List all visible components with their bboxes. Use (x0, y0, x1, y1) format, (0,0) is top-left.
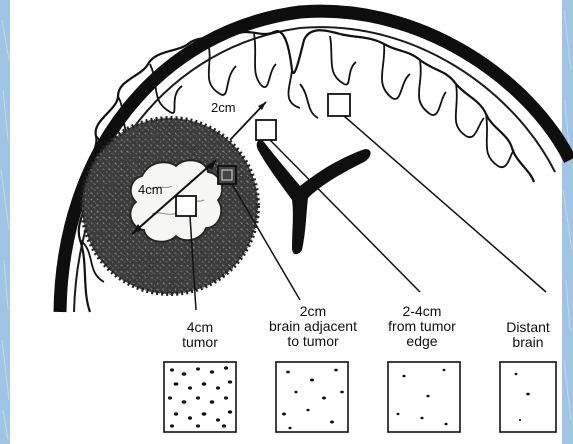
sample-square-2-4cm (388, 362, 460, 432)
label-distant-line2: brain (496, 335, 560, 350)
label-tumor-line1: 4cm (174, 320, 226, 335)
label-adjacent-line3: to tumor (254, 334, 372, 349)
label-2-4cm-line3: edge (372, 334, 472, 349)
label-adjacent: 2cm brain adjacent to tumor (254, 304, 372, 349)
label-2-4cm: 2-4cm from tumor edge (372, 304, 472, 349)
sample-squares (164, 362, 556, 432)
label-2-4cm-line2: from tumor (372, 319, 472, 334)
measure-2cm-text: 2cm (211, 100, 236, 115)
label-tumor: 4cm tumor (174, 320, 226, 350)
ventricle (257, 140, 371, 255)
label-tumor-line2: tumor (174, 335, 226, 350)
tumor-sample-box (176, 196, 196, 216)
adjacent-sample-box (218, 166, 236, 184)
distant-sample-box (328, 94, 350, 116)
label-2-4cm-line1: 2-4cm (372, 304, 472, 319)
label-adjacent-line2: brain adjacent (254, 319, 372, 334)
2-4cm-sample-box (256, 120, 276, 140)
label-distant-line1: Distant (496, 320, 560, 335)
sample-square-distant (500, 362, 556, 432)
label-distant: Distant brain (496, 320, 560, 350)
measure-4cm-text: 4cm (138, 182, 163, 197)
label-adjacent-line1: 2cm (254, 304, 372, 319)
